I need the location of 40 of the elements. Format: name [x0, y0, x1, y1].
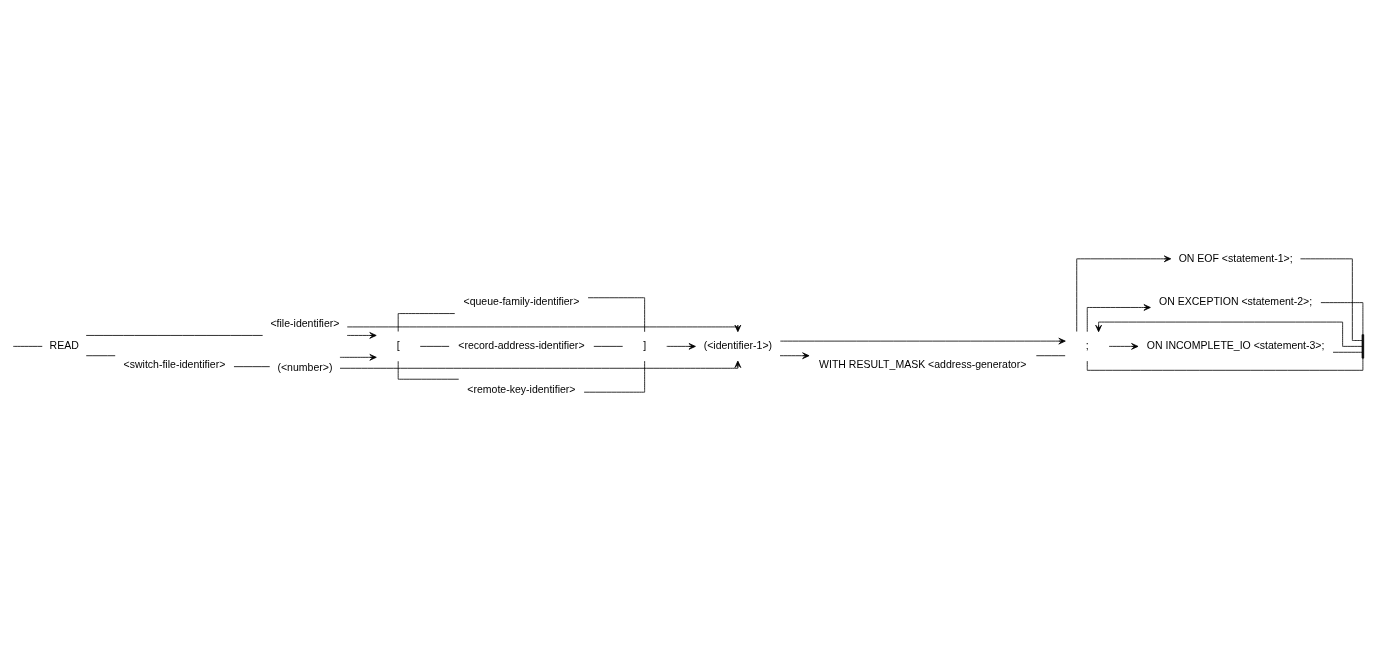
- connector: [1320, 302, 1364, 335]
- node-bar: [1361, 334, 1365, 359]
- connector: [1332, 351, 1363, 353]
- arrow: [666, 343, 696, 350]
- connector: [593, 346, 624, 347]
- arrow: [339, 354, 377, 361]
- node-text: ON INCOMPLETE_IO <statement-3>;: [1146, 339, 1325, 352]
- connector: [397, 313, 456, 332]
- arrow: [346, 324, 742, 333]
- arrow: [346, 332, 377, 339]
- node-text: WITH RESULT_MASK <address-generator>: [819, 357, 1027, 370]
- connector: [85, 335, 264, 336]
- node-text: ;: [1085, 339, 1089, 352]
- connector: [1086, 357, 1364, 371]
- connector: [1300, 258, 1363, 341]
- connector: [12, 346, 43, 347]
- node-text: <record-address-identifier>: [458, 339, 585, 352]
- node-text: <remote-key-identifier>: [467, 382, 576, 395]
- arrow: [1076, 255, 1172, 332]
- node-text: (<identifier-1>): [703, 339, 773, 352]
- node-text: ]: [643, 339, 647, 352]
- node-text: <queue-family-identifier>: [463, 295, 580, 308]
- connector: [233, 366, 271, 368]
- arrow: [339, 360, 742, 369]
- node-text: <switch-file-identifier>: [123, 357, 226, 370]
- connector: [583, 360, 646, 393]
- node-text: <file-identifier>: [270, 317, 340, 330]
- arrow: [1086, 304, 1151, 333]
- node-text: ON EXCEPTION <statement-2>;: [1159, 295, 1313, 308]
- connector: [587, 297, 646, 333]
- node-text: [: [396, 339, 400, 352]
- arrow: [779, 337, 1066, 345]
- arrow: [1095, 321, 1363, 347]
- connector: [397, 360, 460, 380]
- arrow: [779, 352, 810, 360]
- connector: [419, 346, 450, 347]
- arrow: [1108, 343, 1139, 350]
- node-text: READ: [49, 339, 79, 352]
- node-text: (<number>): [277, 361, 333, 374]
- node-text: ON EOF <statement-1>;: [1178, 251, 1293, 264]
